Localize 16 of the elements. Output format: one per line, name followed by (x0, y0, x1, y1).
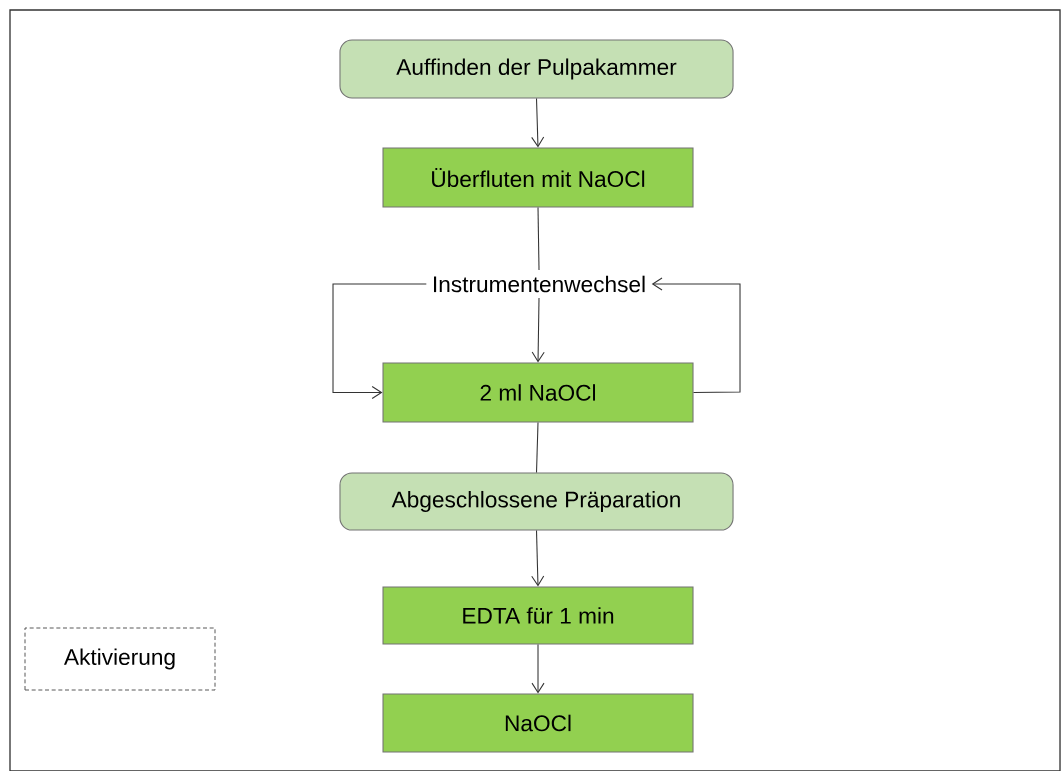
process-box: EDTA für 1 min (382, 586, 694, 645)
process-box: 2 ml NaOCl (382, 362, 694, 423)
connector-line (537, 206, 540, 271)
process-box: Abgeschlossene Präparation (339, 472, 734, 531)
arrow (531, 644, 545, 694)
arrow (651, 277, 741, 394)
arrow (531, 530, 545, 587)
process-box: Auffinden der Pulpakammer (339, 39, 734, 99)
step-label: Instrumentenwechsel (434, 275, 645, 293)
arrow (332, 283, 427, 400)
connector-line (535, 421, 539, 473)
dashed-box: Aktivierung (24, 627, 216, 691)
arrow (531, 297, 545, 363)
process-box: Überfluten mit NaOCl (382, 147, 694, 208)
process-box: NaOCl (382, 693, 694, 753)
arrow (531, 98, 545, 148)
